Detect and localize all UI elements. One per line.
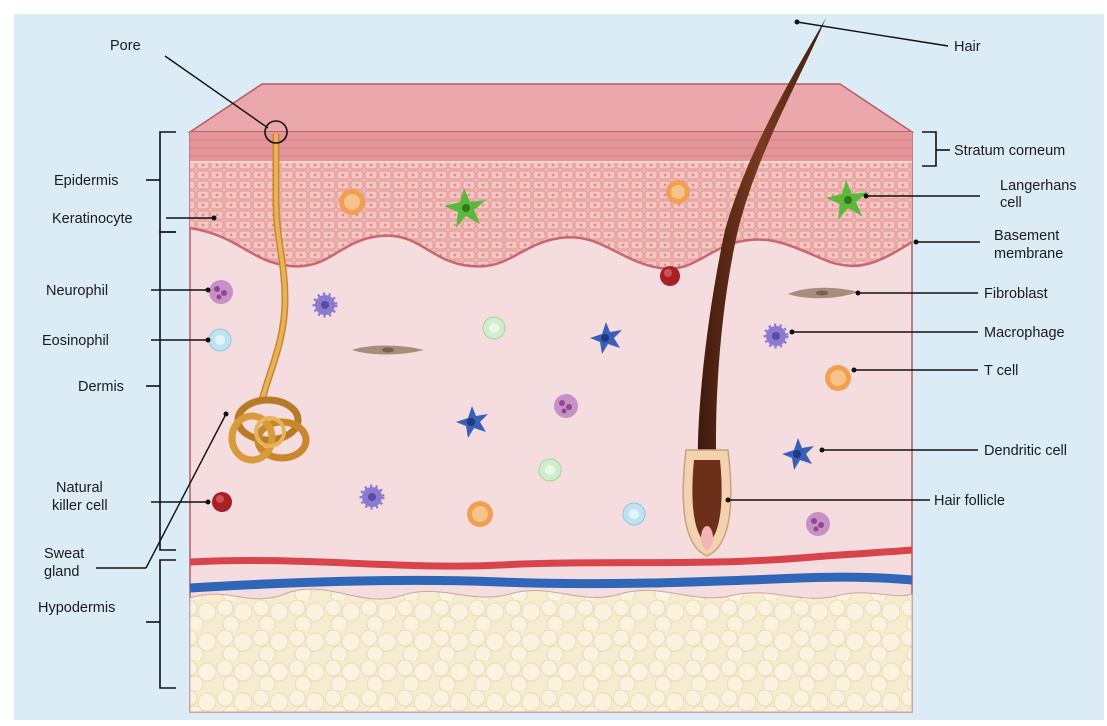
label-hypodermis: Hypodermis [38,600,115,616]
macrophage-icon [362,487,382,507]
nk-cell-icon [660,266,680,286]
label-sweat-line2: gland [44,564,79,580]
eosinophil-icon [209,329,231,351]
label-neurophil: Neurophil [46,283,108,299]
label-langerhans-line1: Langerhans [1000,178,1077,194]
t-cell-icon [825,365,851,391]
hypodermis-layer [190,589,912,712]
t-cell-icon [339,189,365,215]
lymphocyte-icon [483,317,505,339]
stratum-corneum-layer [190,132,912,162]
t-cell-icon [666,180,690,204]
macrophage-icon [315,295,335,315]
label-pore: Pore [110,38,141,54]
label-dermis: Dermis [78,379,124,395]
label-eosinophil: Eosinophil [42,333,109,349]
neutrophil-icon [209,280,233,304]
label-t-cell: T cell [984,363,1018,379]
macrophage-icon [766,326,786,346]
label-dendritic-cell: Dendritic cell [984,443,1067,459]
label-fibroblast: Fibroblast [984,286,1048,302]
label-stratum-corneum: Stratum corneum [954,143,1065,159]
neutrophil-icon [806,512,830,536]
label-epidermis: Epidermis [54,173,118,189]
nk-cell-icon [212,492,232,512]
label-hair: Hair [954,39,981,55]
neutrophil-icon [554,394,578,418]
t-cell-icon [467,501,493,527]
label-basement-line2: membrane [994,246,1063,262]
skin-top-surface [190,84,912,132]
label-keratinocyte: Keratinocyte [52,211,133,227]
skin-block [190,84,912,712]
lymphocyte-icon [539,459,561,481]
label-langerhans-line2: cell [1000,195,1022,211]
label-macrophage: Macrophage [984,325,1065,341]
label-hair-follicle: Hair follicle [934,493,1005,509]
label-nk-line1: Natural [56,480,103,496]
label-basement-line1: Basement [994,228,1059,244]
eosinophil-icon [623,503,645,525]
label-nk-line2: killer cell [52,498,108,514]
label-sweat-line1: Sweat [44,546,84,562]
